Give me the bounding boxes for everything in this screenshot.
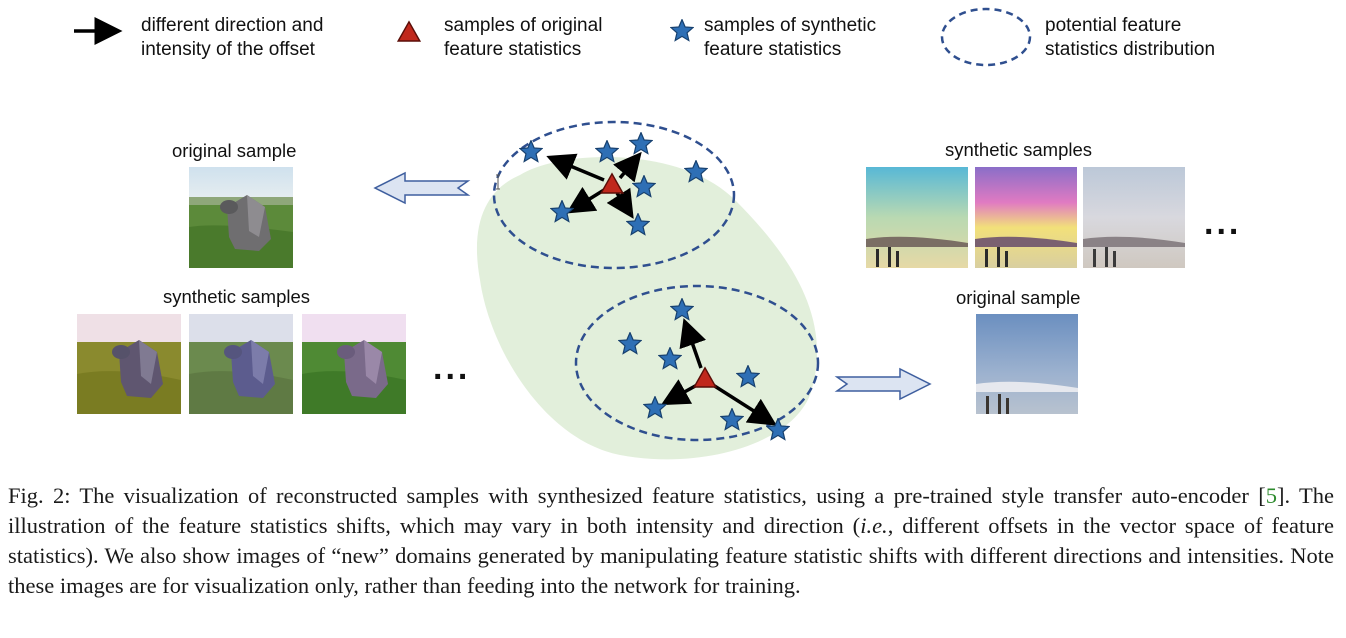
left-synthetic-image-3 — [302, 314, 406, 414]
legend-ellipse-icon — [940, 7, 1032, 67]
lower-offset-arrows — [660, 318, 777, 426]
caption-part2: ]. The illustration of the feature stati… — [8, 483, 1334, 538]
lower-distribution-ellipse — [574, 284, 820, 442]
upper-star — [519, 140, 543, 163]
legend-triangle-text: samples of original feature statistics — [444, 14, 602, 62]
legend-ellipse-text: potential feature statistics distributio… — [1045, 14, 1215, 62]
legend-arrow-line1: different direction and — [141, 15, 324, 36]
block-arrow-right — [834, 367, 932, 401]
block-arrow-left — [373, 171, 471, 205]
legend-ellipse-line1: potential feature — [1045, 15, 1182, 36]
legend-star-line1: samples of synthetic — [704, 15, 877, 36]
legend-ellipse-line2: statistics distribution — [1045, 39, 1216, 60]
green-distribution-region — [476, 157, 818, 460]
caption-part3: , different offsets in the vector space … — [8, 513, 1334, 598]
left-original-label: original sample — [172, 140, 297, 161]
upper-distribution-ellipse — [492, 120, 736, 270]
upper-star — [629, 132, 653, 155]
right-synthetic-label: synthetic samples — [945, 139, 1093, 160]
legend-star-text: samples of synthetic feature statistics — [704, 14, 876, 62]
left-synthetic-image-2 — [189, 314, 293, 414]
legend-triangle-line1: samples of original — [444, 15, 603, 36]
right-original-image — [976, 314, 1078, 414]
caption-part1: Fig. 2: The visualization of reconstruct… — [8, 483, 1266, 508]
text-cursor-icon — [496, 174, 500, 190]
right-original-label: original sample — [956, 287, 1081, 308]
legend-arrow-text: different direction and intensity of the… — [141, 14, 323, 62]
right-synthetic-image-2 — [975, 167, 1077, 268]
citation-link[interactable]: 5 — [1265, 483, 1277, 508]
figure-caption: Fig. 2: The visualization of reconstruct… — [8, 481, 1334, 601]
legend-triangle-line2: feature statistics — [444, 39, 582, 60]
right-ellipsis: ... — [1204, 204, 1242, 242]
right-synthetic-image-3 — [1083, 167, 1185, 268]
feature-statistics-diagram — [74, 7, 1032, 460]
legend-star-line2: feature statistics — [704, 39, 842, 60]
upper-offset-arrows — [546, 151, 642, 219]
left-ellipsis: ... — [433, 349, 471, 387]
right-synthetic-image-1 — [866, 167, 968, 268]
left-synthetic-label: synthetic samples — [163, 286, 311, 307]
left-synthetic-image-1 — [77, 314, 181, 414]
caption-ie: i.e. — [860, 513, 888, 538]
legend-triangle-icon — [397, 21, 421, 42]
legend-star-icon — [670, 19, 694, 42]
legend-arrow-line2: intensity of the offset — [141, 39, 315, 60]
left-original-image — [189, 167, 293, 268]
